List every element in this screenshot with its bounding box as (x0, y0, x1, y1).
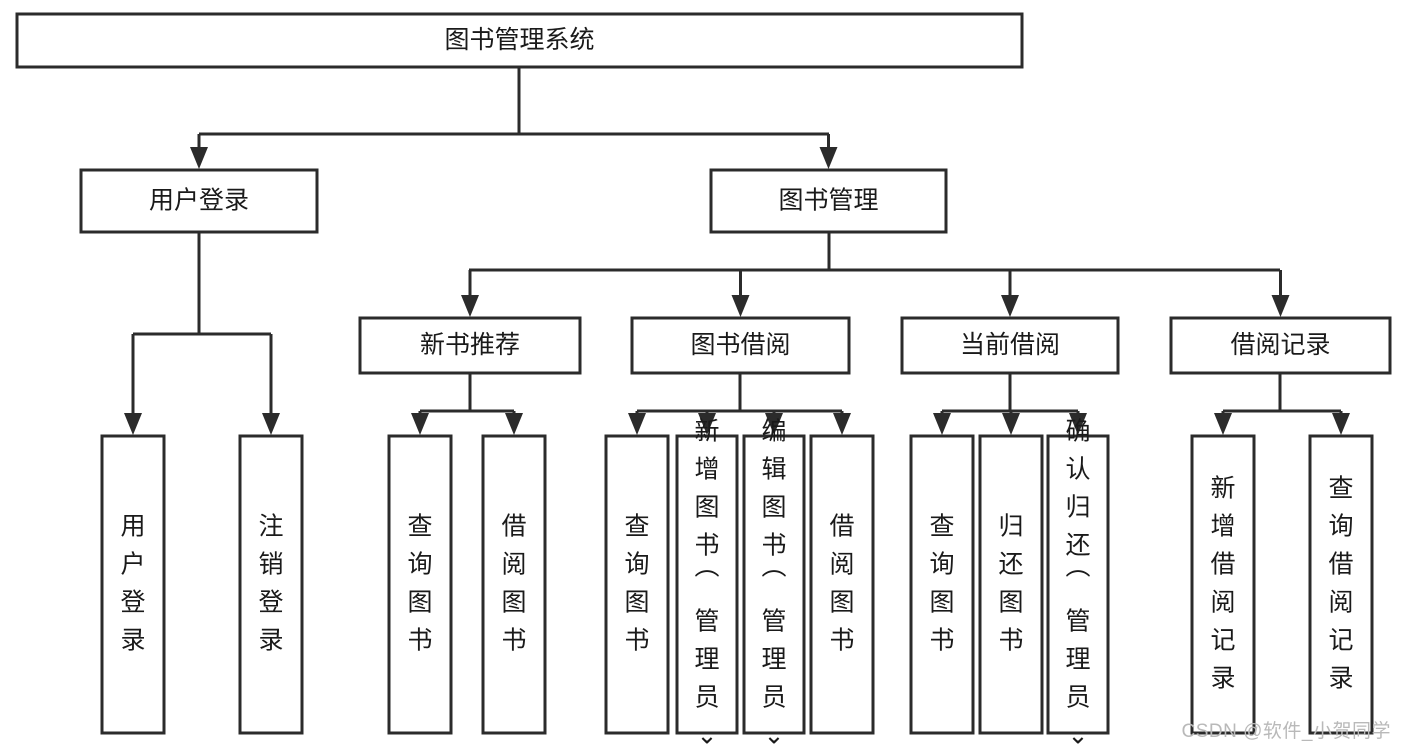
node-leaf-return-book-box[interactable] (978, 434, 1044, 735)
node-leaf-user-logout[interactable]: 注销登录 (238, 434, 304, 735)
node-new-book-recommend-label: 新书推荐 (420, 331, 520, 359)
connector-layer (124, 67, 1350, 435)
node-leaf-add-book[interactable]: 新增图书⌒管理员⌄ (675, 417, 739, 747)
node-book-manage[interactable]: 图书管理 (709, 168, 948, 234)
arrow-head-icon (819, 147, 838, 169)
node-user-login[interactable]: 用户登录 (79, 168, 319, 234)
node-leaf-borrow-book[interactable]: 借阅图书 (809, 434, 875, 735)
node-leaf-confirm-return-label: 确认归还⌒管理员⌄ (1065, 417, 1090, 747)
node-leaf-query-book-cur-box[interactable] (909, 434, 975, 735)
node-leaf-add-book-box[interactable] (675, 434, 739, 735)
node-book-borrow-box[interactable] (630, 316, 851, 375)
node-leaf-query-book-cur[interactable]: 查询图书 (909, 434, 975, 735)
node-leaf-borrow-book-rec-label: 借阅图书 (501, 512, 526, 654)
node-root-system-box[interactable] (15, 12, 1024, 69)
node-leaf-query-book-cur-label: 查询图书 (929, 512, 954, 654)
arrow-head-icon (1069, 413, 1087, 435)
node-current-borrow-box[interactable] (900, 316, 1120, 375)
node-leaf-confirm-return[interactable]: 确认归还⌒管理员⌄ (1046, 417, 1110, 747)
node-book-manage-box[interactable] (709, 168, 948, 234)
arrow-head-icon (124, 413, 142, 435)
node-leaf-query-book-borrow-box[interactable] (604, 434, 670, 735)
arrow-head-icon (1332, 413, 1350, 435)
node-leaf-user-logout-label: 注销登录 (258, 512, 283, 654)
node-leaf-query-record[interactable]: 查询借阅记录 (1308, 434, 1374, 735)
arrow-head-icon (1002, 413, 1020, 435)
node-root-system-label: 图书管理系统 (444, 26, 594, 54)
node-root-system[interactable]: 图书管理系统 (15, 12, 1024, 69)
arrow-head-icon (765, 413, 783, 435)
node-user-login-label: 用户登录 (149, 187, 249, 215)
arrow-head-icon (698, 413, 716, 435)
node-book-borrow[interactable]: 图书借阅 (630, 316, 851, 375)
node-current-borrow-label: 当前借阅 (960, 331, 1060, 359)
node-borrow-record-box[interactable] (1169, 316, 1392, 375)
node-leaf-query-book-borrow[interactable]: 查询图书 (604, 434, 670, 735)
node-user-login-box[interactable] (79, 168, 319, 234)
node-new-book-recommend[interactable]: 新书推荐 (358, 316, 582, 375)
node-leaf-user-login[interactable]: 用户登录 (100, 434, 166, 735)
node-leaf-edit-book-label: 编辑图书⌒管理员⌄ (761, 417, 786, 747)
arrow-head-icon (1271, 295, 1290, 317)
node-leaf-edit-book-box[interactable] (742, 434, 806, 735)
node-leaf-add-record[interactable]: 新增借阅记录 (1190, 434, 1256, 735)
node-layer: 图书管理系统用户登录图书管理新书推荐图书借阅当前借阅借阅记录用户登录注销登录查询… (15, 12, 1392, 747)
node-leaf-query-book-rec-label: 查询图书 (407, 512, 432, 654)
node-leaf-return-book-label: 归还图书 (998, 512, 1023, 654)
node-leaf-user-login-box[interactable] (100, 434, 166, 735)
arrow-head-icon (505, 413, 523, 435)
node-leaf-borrow-book-box[interactable] (809, 434, 875, 735)
node-current-borrow[interactable]: 当前借阅 (900, 316, 1120, 375)
node-leaf-user-login-label: 用户登录 (120, 512, 145, 654)
node-leaf-query-record-box[interactable] (1308, 434, 1374, 735)
node-leaf-query-record-label: 查询借阅记录 (1328, 474, 1353, 692)
node-book-borrow-label: 图书借阅 (690, 331, 790, 359)
arrow-head-icon (461, 295, 479, 317)
node-leaf-query-book-rec-box[interactable] (387, 434, 453, 735)
arrow-head-icon (933, 413, 951, 435)
node-leaf-borrow-book-rec-box[interactable] (481, 434, 547, 735)
arrow-head-icon (190, 147, 208, 169)
node-borrow-record-label: 借阅记录 (1230, 331, 1330, 359)
node-new-book-recommend-box[interactable] (358, 316, 582, 375)
node-leaf-edit-book[interactable]: 编辑图书⌒管理员⌄ (742, 417, 806, 747)
node-leaf-add-book-label: 新增图书⌒管理员⌄ (694, 417, 719, 747)
node-leaf-add-record-box[interactable] (1190, 434, 1256, 735)
node-leaf-add-record-label: 新增借阅记录 (1210, 474, 1235, 692)
node-book-manage-label: 图书管理 (778, 187, 878, 215)
node-leaf-borrow-book-rec[interactable]: 借阅图书 (481, 434, 547, 735)
node-leaf-confirm-return-box[interactable] (1046, 434, 1110, 735)
node-leaf-return-book[interactable]: 归还图书 (978, 434, 1044, 735)
arrow-head-icon (1214, 413, 1232, 435)
arrow-head-icon (1001, 295, 1019, 317)
arrow-head-icon (628, 413, 646, 435)
arrow-head-icon (262, 413, 280, 435)
node-leaf-borrow-book-label: 借阅图书 (829, 512, 854, 654)
arrow-head-icon (833, 413, 851, 435)
node-borrow-record[interactable]: 借阅记录 (1169, 316, 1392, 375)
arrow-head-icon (411, 413, 429, 435)
arrow-head-icon (731, 295, 750, 317)
node-leaf-query-book-rec[interactable]: 查询图书 (387, 434, 453, 735)
node-leaf-user-logout-box[interactable] (238, 434, 304, 735)
node-leaf-query-book-borrow-label: 查询图书 (624, 512, 649, 654)
